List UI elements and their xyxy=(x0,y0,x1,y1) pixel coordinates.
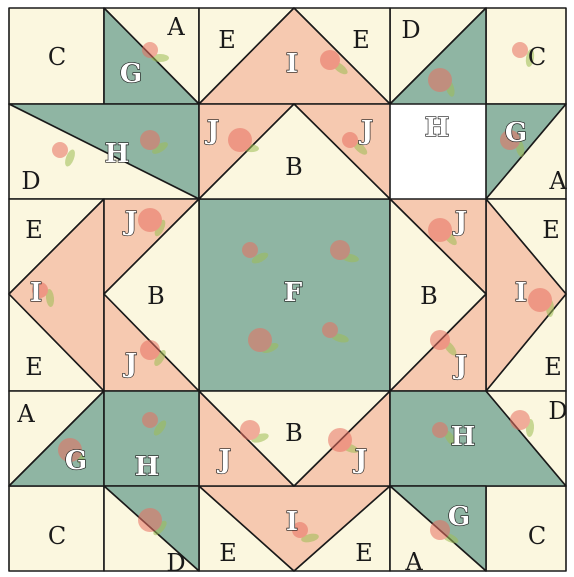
label-b: B xyxy=(285,419,303,447)
label-e: E xyxy=(542,216,560,244)
label-e: E xyxy=(219,539,237,567)
label-e: E xyxy=(355,539,373,567)
label-j: J xyxy=(359,116,373,146)
label-d: D xyxy=(166,549,185,577)
label-h: H xyxy=(135,452,160,482)
label-h: H xyxy=(451,422,476,452)
label-j: J xyxy=(453,207,467,237)
label-a: A xyxy=(16,400,35,428)
label-h: H xyxy=(425,113,450,143)
label-i: I xyxy=(286,507,298,537)
patch-c xyxy=(486,486,566,571)
label-f: F xyxy=(284,278,303,308)
label-a: A xyxy=(548,167,567,195)
label-b: B xyxy=(285,153,303,181)
label-c: C xyxy=(528,522,546,550)
patch-c xyxy=(486,8,566,104)
label-e: E xyxy=(218,26,236,54)
label-j: J xyxy=(205,116,219,146)
label-i: I xyxy=(30,278,42,308)
label-e: E xyxy=(25,216,43,244)
label-j: J xyxy=(217,445,231,475)
label-g: G xyxy=(505,118,527,148)
label-c: C xyxy=(48,43,66,71)
label-i: I xyxy=(286,49,298,79)
label-i: I xyxy=(515,278,527,308)
label-j: J xyxy=(353,445,367,475)
label-a: A xyxy=(404,548,423,576)
label-b: B xyxy=(420,282,438,310)
label-g: G xyxy=(120,59,142,89)
label-c: C xyxy=(48,522,66,550)
label-j: J xyxy=(453,351,467,381)
label-j: J xyxy=(123,207,137,237)
label-h: H xyxy=(105,139,130,169)
label-d: D xyxy=(548,397,567,425)
label-e: E xyxy=(352,26,370,54)
label-a: A xyxy=(166,13,185,41)
label-j: J xyxy=(123,349,137,379)
label-e: E xyxy=(25,353,43,381)
label-e: E xyxy=(544,353,562,381)
label-g: G xyxy=(448,502,470,532)
label-d: D xyxy=(21,167,40,195)
label-d: D xyxy=(401,16,420,44)
label-b: B xyxy=(147,282,165,310)
label-g: G xyxy=(65,446,87,476)
label-c: C xyxy=(528,43,546,71)
